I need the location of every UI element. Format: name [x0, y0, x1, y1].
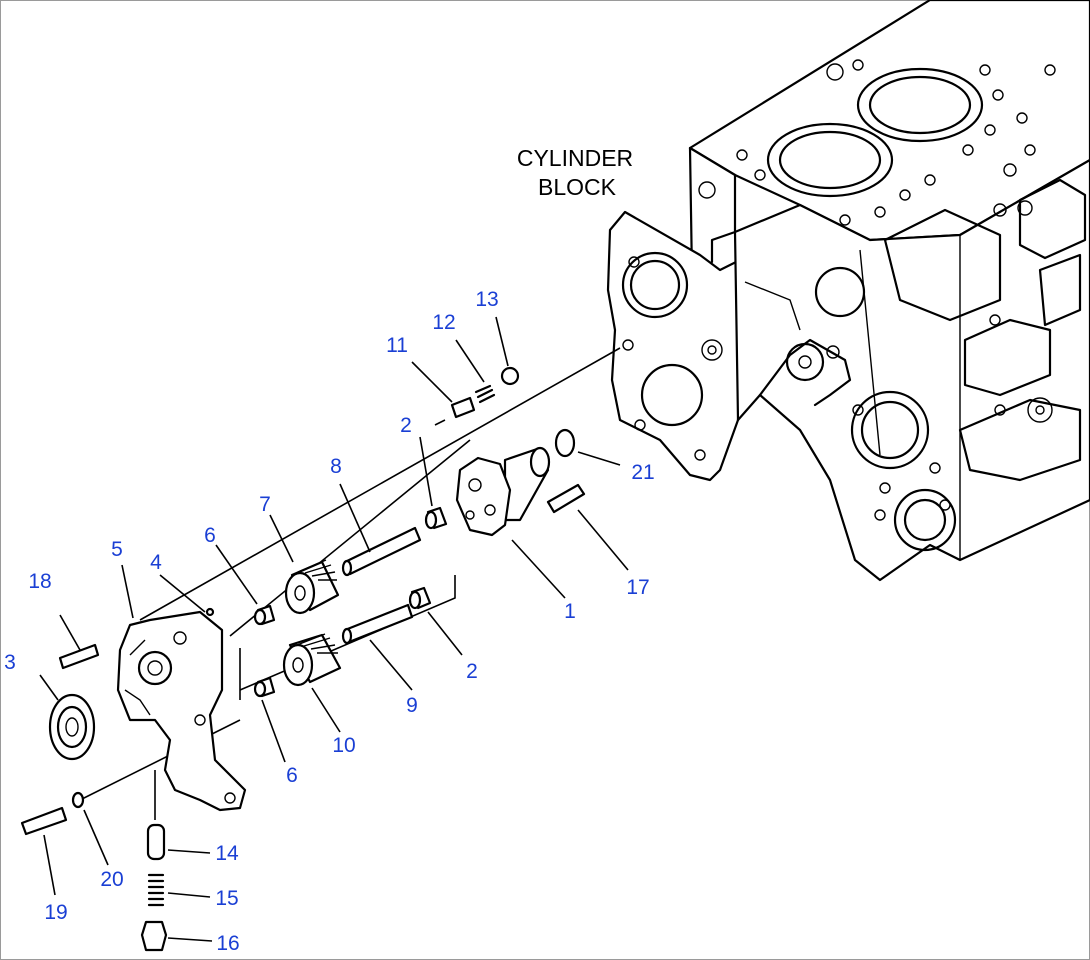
part-17-bolt [546, 483, 586, 514]
leader-lines [39, 316, 629, 942]
part-6-bushing-upper [253, 604, 276, 626]
callout-2-upper: 2 [400, 414, 412, 437]
callout-20: 20 [100, 868, 123, 891]
callout-17: 17 [626, 576, 649, 599]
callout-2-lower: 2 [466, 660, 478, 683]
callout-6-lower: 6 [286, 764, 298, 787]
callout-10: 10 [332, 734, 355, 757]
callout-18: 18 [28, 570, 51, 593]
part-8-shaft [343, 526, 422, 576]
part-2-bushing-lower [408, 586, 432, 610]
part-6-bushing-lower [253, 676, 276, 698]
part-15-spring [147, 873, 165, 907]
callout-13: 13 [475, 288, 498, 311]
callout-numbers: 1 2 2 3 4 5 6 6 7 8 9 10 11 12 13 14 15 … [4, 288, 655, 955]
block-label-line2: BLOCK [538, 174, 617, 200]
callout-11: 11 [386, 334, 408, 357]
part-4-dowel [205, 607, 215, 617]
part-18-bolt [58, 643, 100, 670]
part-9-shaft [343, 603, 414, 644]
callout-15: 15 [215, 887, 238, 910]
callout-3: 3 [4, 651, 16, 674]
callout-19: 19 [44, 901, 67, 924]
callout-14: 14 [215, 842, 239, 865]
part-19-bolt [20, 806, 68, 836]
block-label-line1: CYLINDER [517, 145, 633, 171]
callout-12: 12 [432, 311, 455, 334]
part-5-pump-cover [116, 610, 247, 812]
callout-21: 21 [631, 461, 654, 484]
part-2-bushing-upper [424, 506, 448, 530]
callout-16: 16 [216, 932, 239, 955]
part-1-pump-body [455, 446, 551, 537]
callout-5: 5 [111, 538, 123, 561]
part-20-washer [71, 791, 85, 809]
part-13-plug [500, 366, 520, 386]
part-16-plug [140, 920, 168, 952]
callout-7: 7 [259, 493, 271, 516]
callout-1: 1 [564, 600, 576, 623]
part-3-drive-gear [48, 693, 96, 761]
callout-4: 4 [150, 551, 162, 574]
part-14-valve [146, 823, 166, 861]
part-12-spring [474, 384, 496, 404]
part-10-gear [282, 633, 342, 687]
part-7-gear [284, 559, 340, 615]
cylinder-block [606, 0, 1090, 582]
callout-6-upper: 6 [204, 524, 216, 547]
callout-9: 9 [406, 694, 418, 717]
callout-8: 8 [330, 455, 342, 478]
part-21-plug [554, 428, 576, 458]
part-11-valve [450, 396, 476, 419]
